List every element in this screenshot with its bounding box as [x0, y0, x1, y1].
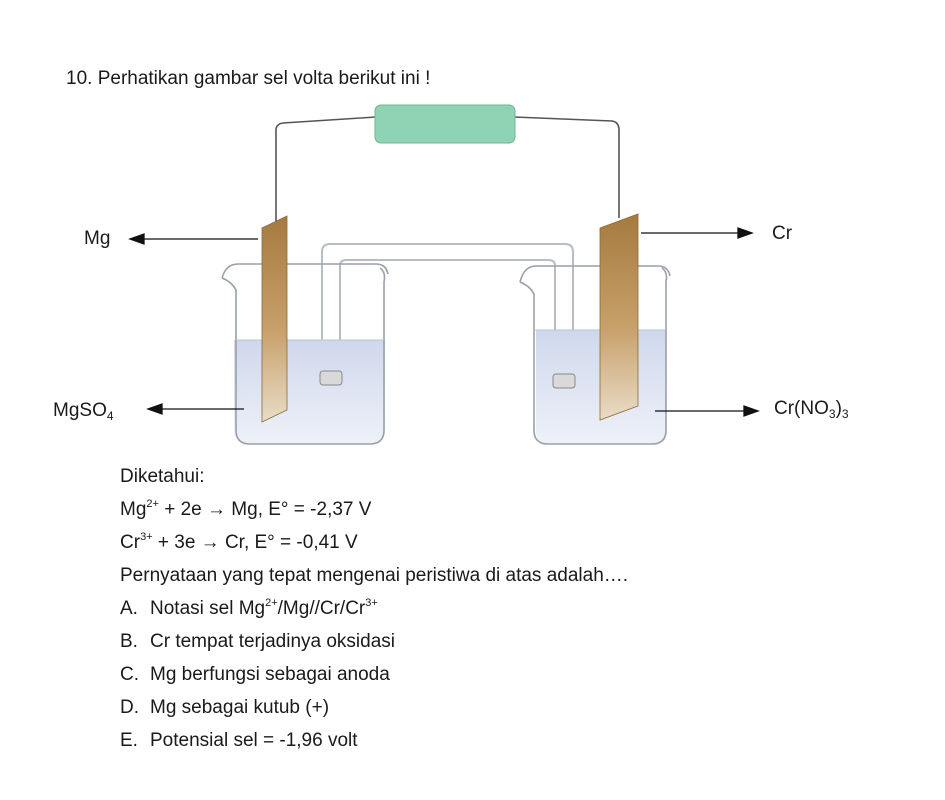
mgso4-label: MgSO4	[53, 400, 114, 423]
option-d: D.Mg sebagai kutub (+)	[120, 697, 330, 718]
voltaic-cell-diagram	[128, 104, 760, 445]
option-b: B.Cr tempat terjadinya oksidasi	[120, 631, 395, 652]
left-wire	[275, 116, 377, 227]
salt-bridge	[321, 243, 574, 378]
mg-electrode	[261, 215, 288, 423]
given-equation-cr: Cr3+ + 3e → Cr, E° = -0,41 V	[120, 531, 358, 553]
given-heading: Diketahui:	[120, 466, 205, 487]
cr-electrode-label: Cr	[772, 223, 793, 244]
right-beaker	[519, 265, 671, 445]
option-c: C.Mg berfungsi sebagai anoda	[120, 664, 390, 685]
left-beaker	[221, 263, 389, 445]
given-equation-mg: Mg2+ + 2e → Mg, E° = -2,37 V	[120, 498, 372, 520]
question-prompt: Perhatikan gambar sel volta berikut ini …	[97, 68, 431, 89]
cr-electrode	[599, 213, 639, 421]
mg-electrode-label: Mg	[84, 228, 111, 249]
voltmeter-box	[374, 104, 516, 144]
option-e: E.Potensial sel = -1,96 volt	[120, 730, 358, 751]
question-title: 10. Perhatikan gambar sel volta berikut …	[66, 69, 430, 88]
question-number: 10.	[66, 68, 93, 89]
right-wire	[513, 116, 620, 218]
question-statement: Pernyataan yang tepat mengenai peristiwa…	[120, 565, 629, 586]
crno3-label: Cr(NO3)3	[774, 398, 849, 421]
option-a: A.Notasi sel Mg2+/Mg//Cr/Cr3+	[120, 597, 378, 619]
